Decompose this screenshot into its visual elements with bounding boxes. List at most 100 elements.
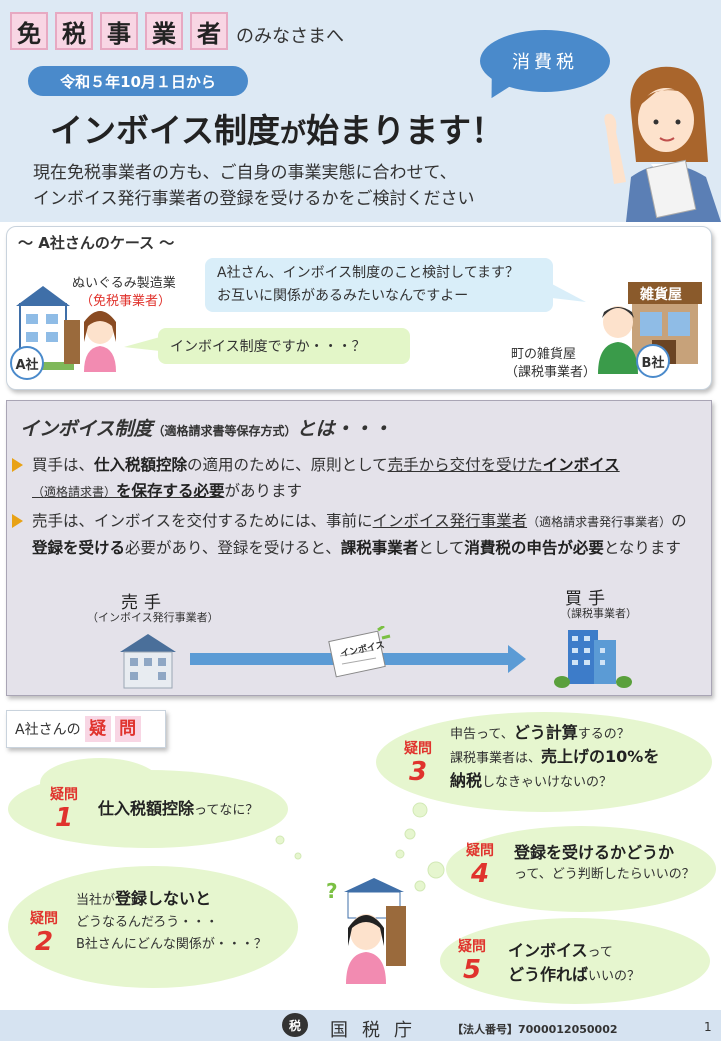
speech-bubble-b: A社さん、インボイス制度のこと検討してます？ お互いに関係があるみたいなんですよ… (205, 258, 553, 312)
text: インボイス (508, 941, 588, 960)
text: （適格請求書） (32, 485, 117, 499)
speech-line: お互いに関係があるみたいなんですよー (217, 288, 469, 304)
question-text-2: 当社が登録しないと どうなるんだろう・・・ B社さんにどんな関係が・・・？ (76, 888, 267, 956)
question-cloud-4 (446, 826, 716, 912)
maker-name: ぬいぐるみ製造業 (72, 276, 176, 291)
text: って (587, 945, 613, 960)
tag-number: 5 (462, 955, 482, 985)
text: の適用のために、原則として (187, 456, 388, 474)
text: となります (603, 539, 681, 557)
system-title-suffix: とは・・・ (296, 418, 392, 440)
intro-line: インボイス発行事業者の登録を受けるかをご検討ください (33, 189, 475, 209)
point-seller: 売手は、インボイスを交付するためには、事前にインボイス発行事業者（適格請求書発行… (32, 508, 702, 561)
tag-number: 1 (54, 803, 74, 833)
speech-tail (552, 284, 586, 302)
question-cloud-2 (8, 866, 298, 988)
questions-header: A社さんの 疑 問 (6, 710, 166, 748)
svg-text:雑貨屋: 雑貨屋 (639, 286, 682, 303)
text: 課税事業者は、 (450, 751, 542, 766)
text: 売上げの10%を (541, 747, 660, 766)
shop-name: 町の雑貨屋 (511, 347, 577, 362)
audience-char: 税 (55, 12, 93, 50)
questions-header-char: 問 (114, 716, 141, 742)
seller-subtitle: （インボイス発行事業者） (87, 611, 219, 624)
text: 必要があり、登録を受けると、 (125, 539, 341, 557)
text: しなきゃいけないの？ (482, 775, 613, 790)
headline-part: インボイス制度 (50, 111, 281, 150)
company-a-badge: A社 (10, 346, 44, 380)
text: 仕入税額控除 (98, 799, 195, 818)
text: どうなるんだろう・・・ (76, 915, 219, 930)
text: 登録しないと (115, 889, 212, 908)
nta-logo: 税 (282, 1013, 308, 1037)
question-text-3: 申告って、どう計算するの？ 課税事業者は、売上げの10%を 納税しなきゃいけない… (450, 722, 659, 794)
intro-text: 現在免税事業者の方も、ご自身の事業実態に合わせて、 インボイス発行事業者の登録を… (33, 160, 475, 212)
headline-part: 始まります！ (306, 111, 505, 150)
audience-suffix: のみなさまへ (236, 26, 344, 47)
company-b-badge: B社 (636, 344, 670, 378)
date-pill: 令和５年10月１日から (28, 66, 248, 96)
system-title-note: （適格請求書等保存方式） (152, 424, 297, 438)
text: するの？ (577, 727, 630, 742)
text: 買手は、 (32, 456, 95, 474)
text: の (671, 512, 687, 530)
speech-bubble-a: インボイス制度ですか・・・？ (158, 328, 410, 364)
seller-title: 売手 (121, 593, 167, 613)
tag-label: 疑問 (30, 911, 58, 927)
question-text-4: 登録を受けるかどうか って、どう判断したらいいの？ (514, 842, 695, 886)
invoice-document-icon (328, 626, 391, 678)
speech-tail (124, 337, 160, 351)
text: B社さんにどんな関係が・・・？ (76, 937, 267, 952)
questions-header-char: 疑 (84, 716, 111, 742)
cloud-puff (40, 758, 160, 808)
svg-text:?: ? (326, 879, 338, 903)
shop-type: （課税事業者） (505, 365, 597, 380)
text: 売手は、インボイスを交付するためには、事前に (32, 512, 373, 530)
tag-number: 3 (408, 757, 428, 787)
tag-label: 疑問 (404, 741, 432, 757)
bullet-arrow-icon (12, 514, 23, 528)
text: を保存する必要 (116, 482, 225, 500)
tag-label: 疑問 (458, 939, 486, 955)
system-title-main: インボイス制度 (20, 418, 153, 440)
point-buyer: 買手は、仕入税額控除の適用のために、原則として売手から交付を受けたインボイス （適… (32, 452, 702, 505)
text: 消費税の申告が必要 (464, 539, 604, 557)
bullet-arrow-icon (12, 458, 23, 472)
case-title: ～ A社さんのケース ～ (18, 234, 175, 252)
tag-number: 4 (470, 859, 490, 889)
questions-header-prefix: A社さんの (15, 722, 81, 738)
woman-illustration (604, 66, 721, 222)
text: として (418, 539, 465, 557)
intro-line: 現在免税事業者の方も、ご自身の事業実態に合わせて、 (33, 163, 457, 183)
text: いいの？ (588, 969, 641, 984)
text: インボイス発行事業者 (372, 512, 528, 530)
text: 売手から交付を受けた (387, 456, 543, 474)
text: どう計算 (513, 723, 578, 742)
factory-illustration (14, 286, 116, 372)
text: （適格請求書発行事業者） (527, 515, 672, 529)
consumption-tax-bubble: 消費税 (480, 30, 610, 92)
question-cloud-5 (440, 918, 710, 1004)
text: インボイス (542, 456, 620, 474)
system-title: インボイス制度（適格請求書等保存方式）とは・・・ (20, 414, 391, 441)
buyer-building-icon (554, 630, 632, 688)
text: 登録を受ける (32, 539, 126, 557)
audience-char: 事 (100, 12, 138, 50)
agency-name: 国税庁 (330, 1020, 426, 1041)
tag-label: 疑問 (466, 843, 494, 859)
text: 当社が (76, 893, 116, 908)
question-cloud-3 (376, 712, 712, 812)
headline-part: が (280, 119, 307, 149)
audience-char: 業 (145, 12, 183, 50)
corporate-number: 【法人番号】7000012050002 (452, 1023, 618, 1036)
footer (0, 1010, 721, 1041)
text: 仕入税額控除 (94, 456, 188, 474)
speech-line: A社さん、インボイス制度のこと検討してます？ (217, 265, 520, 281)
tag-label: 疑問 (50, 787, 78, 803)
text: 課税事業者 (340, 539, 419, 557)
text: 登録を受けるかどうか (514, 843, 675, 862)
